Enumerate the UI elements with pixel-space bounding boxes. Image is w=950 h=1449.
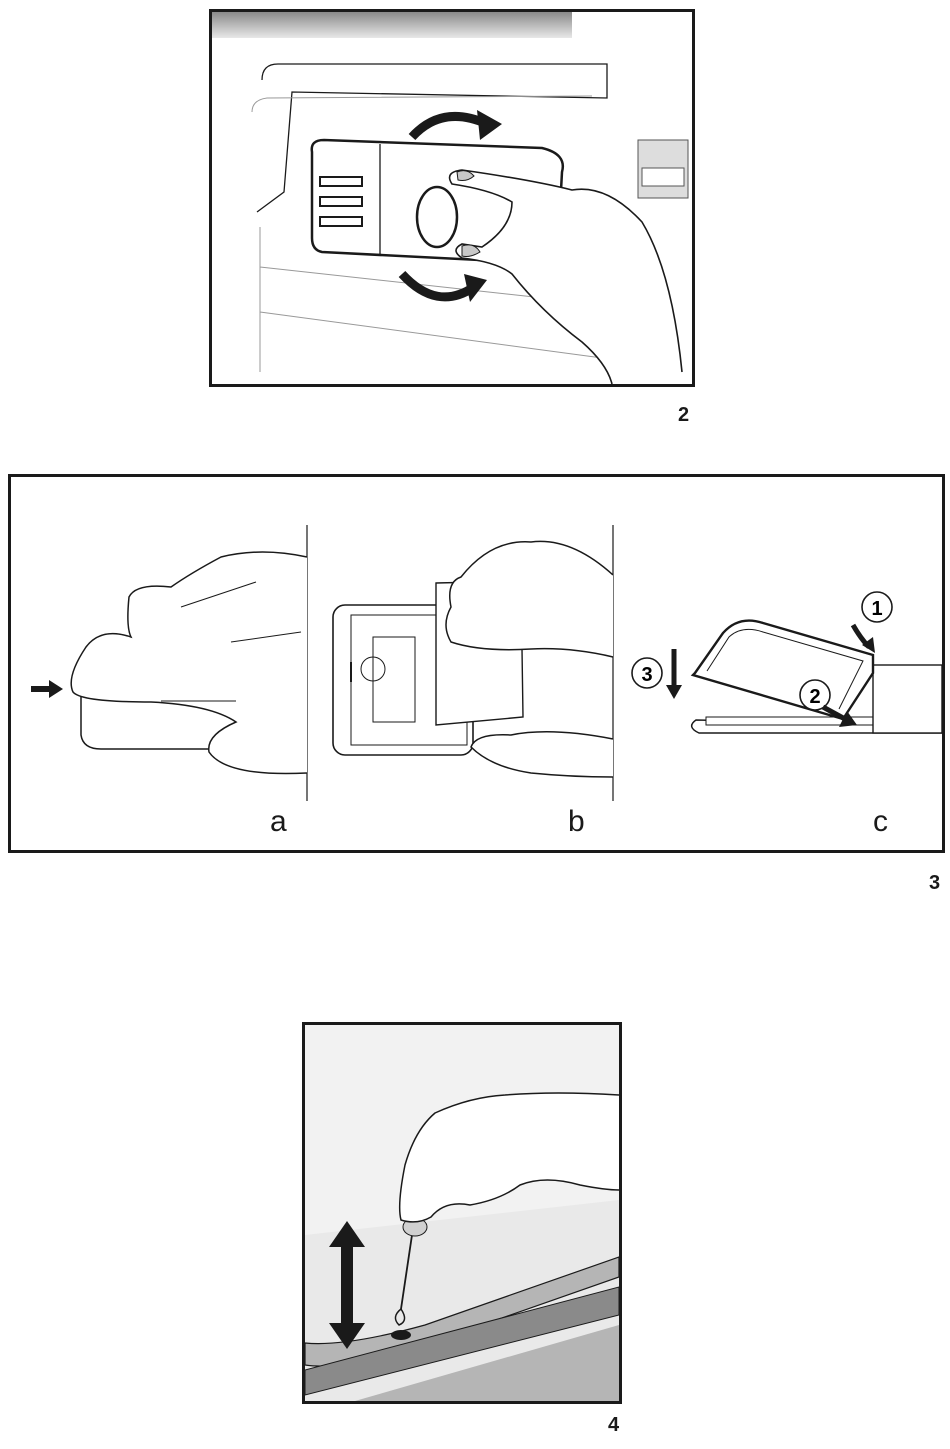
filter-replacement-steps: 1 2 3	[11, 477, 942, 850]
panel-b-label: b	[568, 805, 585, 839]
panel-c-callout-1: 1	[871, 598, 882, 620]
wall-switch-rocker	[642, 168, 684, 186]
panel-c-tray-edge	[706, 717, 896, 725]
figure-3-number: 3	[929, 872, 940, 895]
panel-a-label: a	[270, 805, 287, 839]
panel-c-lid	[693, 621, 873, 719]
figure-2-illustration	[209, 9, 695, 387]
filter-rotation-drawing	[212, 12, 692, 384]
panel-c-callout-3: 3	[641, 664, 652, 686]
panel-a-drawing	[31, 552, 307, 774]
compartment-inner-line	[252, 96, 592, 112]
rotation-arrow-top	[412, 116, 487, 137]
drain-hole-cleaning-drawing	[305, 1025, 619, 1401]
figure-4-illustration	[302, 1022, 622, 1404]
panel-c-housing	[873, 665, 942, 733]
panel-b-hand-bottom	[471, 732, 613, 777]
top-shelf-edge	[212, 12, 572, 38]
drain-hole	[391, 1330, 411, 1340]
panel-c-label: c	[873, 805, 888, 839]
rotation-arrow-bottom	[402, 274, 474, 297]
figure-3-illustration: 1 2 3 a b c	[8, 474, 945, 853]
panel-a-push-arrow-head	[49, 680, 63, 698]
panel-a-hand	[71, 552, 307, 774]
panel-b-drawing	[333, 541, 613, 777]
panel-c-callout-2: 2	[809, 686, 820, 708]
rotation-arrow-bottom-head	[464, 274, 487, 302]
figure-4-number: 4	[608, 1414, 619, 1437]
figure-2-number: 2	[678, 404, 689, 427]
rotation-arrow-top-head	[477, 110, 502, 140]
panel-c-drawing: 1 2 3	[632, 592, 942, 733]
panel-b-hand-top	[446, 541, 613, 657]
filter-knob	[417, 187, 457, 247]
panel-c-arrow-3-head	[666, 685, 682, 699]
